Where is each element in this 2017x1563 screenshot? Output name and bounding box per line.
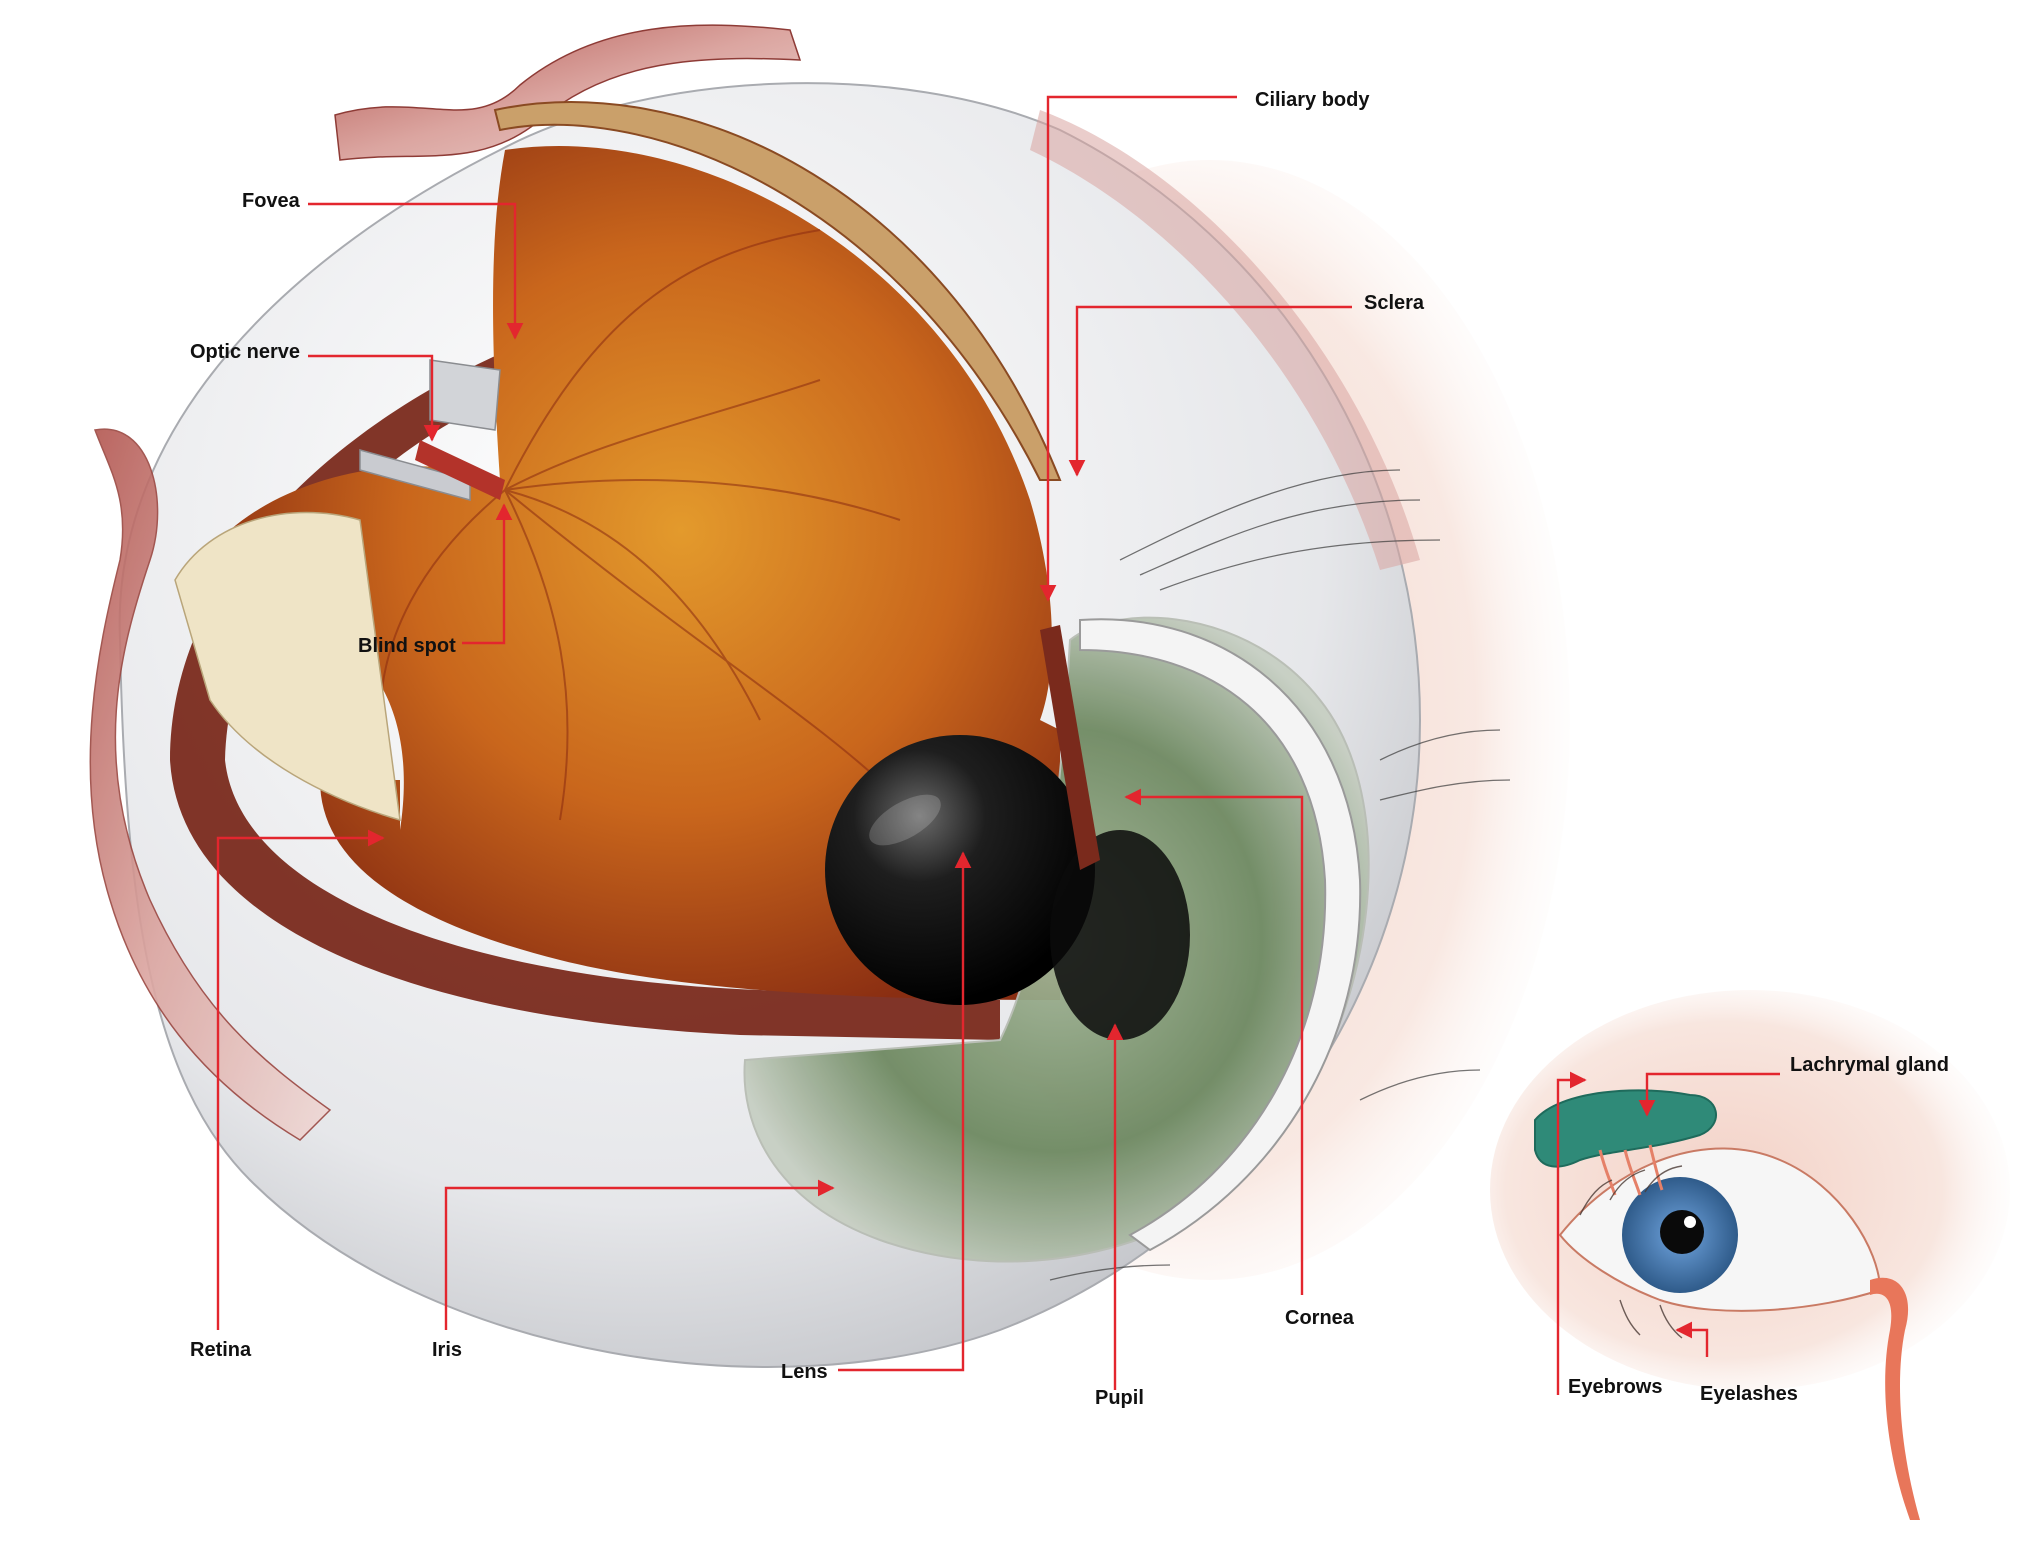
leader-lens bbox=[838, 851, 972, 1372]
leader-blind-spot bbox=[462, 503, 513, 645]
label-lens: Lens bbox=[781, 1361, 828, 1383]
leader-sclera bbox=[1068, 305, 1352, 477]
optic-nerve-stub bbox=[359, 359, 505, 501]
leader-fovea bbox=[308, 202, 524, 340]
labels: Fovea Optic nerve Blind spot Ciliary bod… bbox=[190, 89, 1949, 1409]
label-fovea: Fovea bbox=[242, 190, 301, 212]
leader-eyebrows bbox=[1556, 1071, 1587, 1395]
leader-iris bbox=[444, 1179, 835, 1330]
label-optic-nerve: Optic nerve bbox=[190, 341, 300, 363]
tear-duct bbox=[1870, 1277, 1920, 1520]
leader-cornea bbox=[1124, 788, 1304, 1295]
label-pupil: Pupil bbox=[1095, 1387, 1144, 1409]
label-eyebrows: Eyebrows bbox=[1568, 1376, 1662, 1398]
leader-optic-nerve bbox=[308, 354, 441, 442]
lachrymal-gland-shape bbox=[1534, 1089, 1717, 1168]
leader-eyelashes bbox=[1675, 1321, 1709, 1357]
label-ciliary-body: Ciliary body bbox=[1255, 89, 1370, 111]
pupil-opening bbox=[1050, 830, 1190, 1040]
eyeball-illustration bbox=[89, 24, 1570, 1368]
leader-lachrymal-gland bbox=[1638, 1072, 1780, 1117]
label-lachrymal-gland: Lachrymal gland bbox=[1790, 1054, 1949, 1076]
label-blind-spot: Blind spot bbox=[358, 635, 456, 657]
label-iris: Iris bbox=[432, 1339, 462, 1361]
label-eyelashes: Eyelashes bbox=[1700, 1383, 1798, 1405]
inset-eye-illustration bbox=[1490, 990, 2010, 1520]
leader-ciliary-body bbox=[1039, 95, 1237, 602]
leader-lines bbox=[216, 95, 1780, 1395]
lens-sphere bbox=[825, 735, 1095, 1005]
retina-interior bbox=[217, 145, 1060, 1000]
upper-muscle bbox=[334, 24, 802, 161]
label-sclera: Sclera bbox=[1364, 292, 1425, 314]
label-cornea: Cornea bbox=[1285, 1307, 1355, 1329]
left-muscle bbox=[89, 428, 332, 1141]
label-retina: Retina bbox=[190, 1339, 252, 1361]
leader-retina bbox=[216, 829, 385, 1330]
